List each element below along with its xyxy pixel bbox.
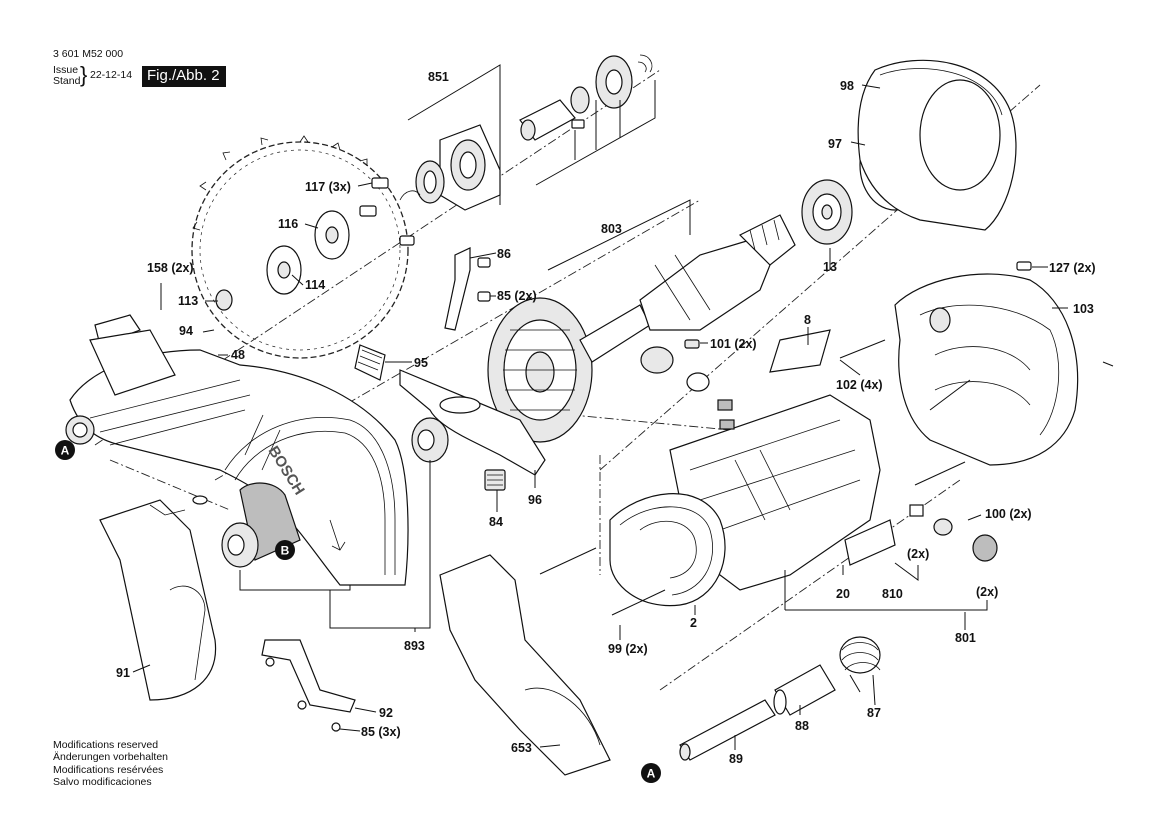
doc-number: 3 601 M52 000 bbox=[53, 48, 124, 60]
label-85-3x: 85 (3x) bbox=[361, 725, 401, 739]
label-116: 116 bbox=[278, 217, 298, 231]
guard-linkage-parts bbox=[354, 247, 546, 491]
label-94: 94 bbox=[179, 324, 193, 338]
label-810: 810 bbox=[882, 587, 903, 601]
label-2x-a: (2x) bbox=[907, 547, 929, 561]
part-87-spring bbox=[839, 636, 881, 693]
label-653: 653 bbox=[511, 741, 532, 755]
note-de: Änderungen vorbehalten bbox=[53, 751, 169, 764]
figure-label: Fig./Abb. 2 bbox=[142, 66, 226, 87]
label-114: 114 bbox=[305, 278, 325, 292]
label-13: 13 bbox=[823, 260, 837, 274]
label-8: 8 bbox=[804, 313, 811, 327]
part-893-bushing bbox=[221, 417, 449, 568]
issue-label: Issue bbox=[53, 64, 79, 76]
label-85-2x: 85 (2x) bbox=[497, 289, 537, 303]
gear-shaft-parts bbox=[519, 54, 656, 186]
label-851: 851 bbox=[428, 70, 449, 84]
part-851-assembly bbox=[399, 64, 501, 211]
label-102: 102 (4x) bbox=[836, 378, 883, 392]
note-en: Modifications reserved bbox=[53, 739, 159, 751]
note-fr: Modifications resérvées bbox=[53, 763, 164, 776]
label-113: 113 bbox=[178, 294, 198, 308]
label-801: 801 bbox=[955, 631, 976, 645]
marker-a-letter: A bbox=[647, 767, 656, 781]
reference-marker-a-bottom: A bbox=[641, 763, 661, 783]
spindle-flanges bbox=[215, 177, 415, 311]
saw-blade bbox=[191, 135, 409, 359]
label-97: 97 bbox=[828, 137, 842, 151]
label-91: 91 bbox=[116, 666, 130, 680]
reference-marker-a-left: A bbox=[55, 440, 75, 460]
issue-brace: } bbox=[80, 62, 88, 87]
label-98: 98 bbox=[840, 79, 854, 93]
leader-lines bbox=[132, 182, 1048, 750]
part-13-bearing bbox=[801, 179, 853, 255]
label-96: 96 bbox=[528, 493, 542, 507]
label-92: 92 bbox=[379, 706, 393, 720]
label-89: 89 bbox=[729, 752, 743, 766]
label-84: 84 bbox=[489, 515, 503, 529]
part-89-tube bbox=[679, 699, 776, 761]
stand-label: Stand bbox=[53, 75, 81, 87]
armature-fan bbox=[487, 199, 796, 443]
label-158: 158 (2x) bbox=[147, 261, 194, 275]
note-es: Salvo modificaciones bbox=[53, 775, 152, 788]
label-2: 2 bbox=[690, 616, 697, 630]
label-127: 127 (2x) bbox=[1049, 261, 1096, 275]
part-number-labels: 851 117 (3x) 116 158 (2x) 114 113 94 48 … bbox=[116, 70, 1096, 766]
label-48: 48 bbox=[231, 348, 245, 362]
label-86: 86 bbox=[497, 247, 511, 261]
dust-chute bbox=[99, 495, 217, 701]
modification-notes: Modifications reserved Änderungen vorbeh… bbox=[53, 739, 168, 788]
label-103: 103 bbox=[1073, 302, 1094, 316]
label-893: 893 bbox=[404, 639, 425, 653]
label-88: 88 bbox=[795, 719, 809, 733]
label-101: 101 (2x) bbox=[710, 337, 757, 351]
motor-housing bbox=[609, 394, 881, 607]
label-99: 99 (2x) bbox=[608, 642, 648, 656]
label-117: 117 (3x) bbox=[305, 180, 351, 194]
marker-b-letter: B bbox=[281, 544, 290, 558]
label-803: 803 bbox=[601, 222, 622, 236]
label-100: 100 (2x) bbox=[985, 507, 1032, 521]
label-87: 87 bbox=[867, 706, 881, 720]
part-97-98-housing bbox=[850, 59, 1017, 231]
part-653-insert bbox=[439, 554, 611, 776]
issue-date: 22-12-14 bbox=[90, 69, 133, 81]
part-88-sleeve bbox=[773, 664, 836, 716]
reference-marker-b: B bbox=[275, 540, 295, 560]
label-95: 95 bbox=[414, 356, 428, 370]
marker-a-letter: A bbox=[61, 444, 70, 458]
part-92-bracket bbox=[261, 639, 356, 732]
part-103-motor-cover bbox=[894, 273, 1079, 466]
label-20: 20 bbox=[836, 587, 850, 601]
label-2x-b: (2x) bbox=[976, 585, 998, 599]
motor-small-parts bbox=[539, 261, 1114, 616]
